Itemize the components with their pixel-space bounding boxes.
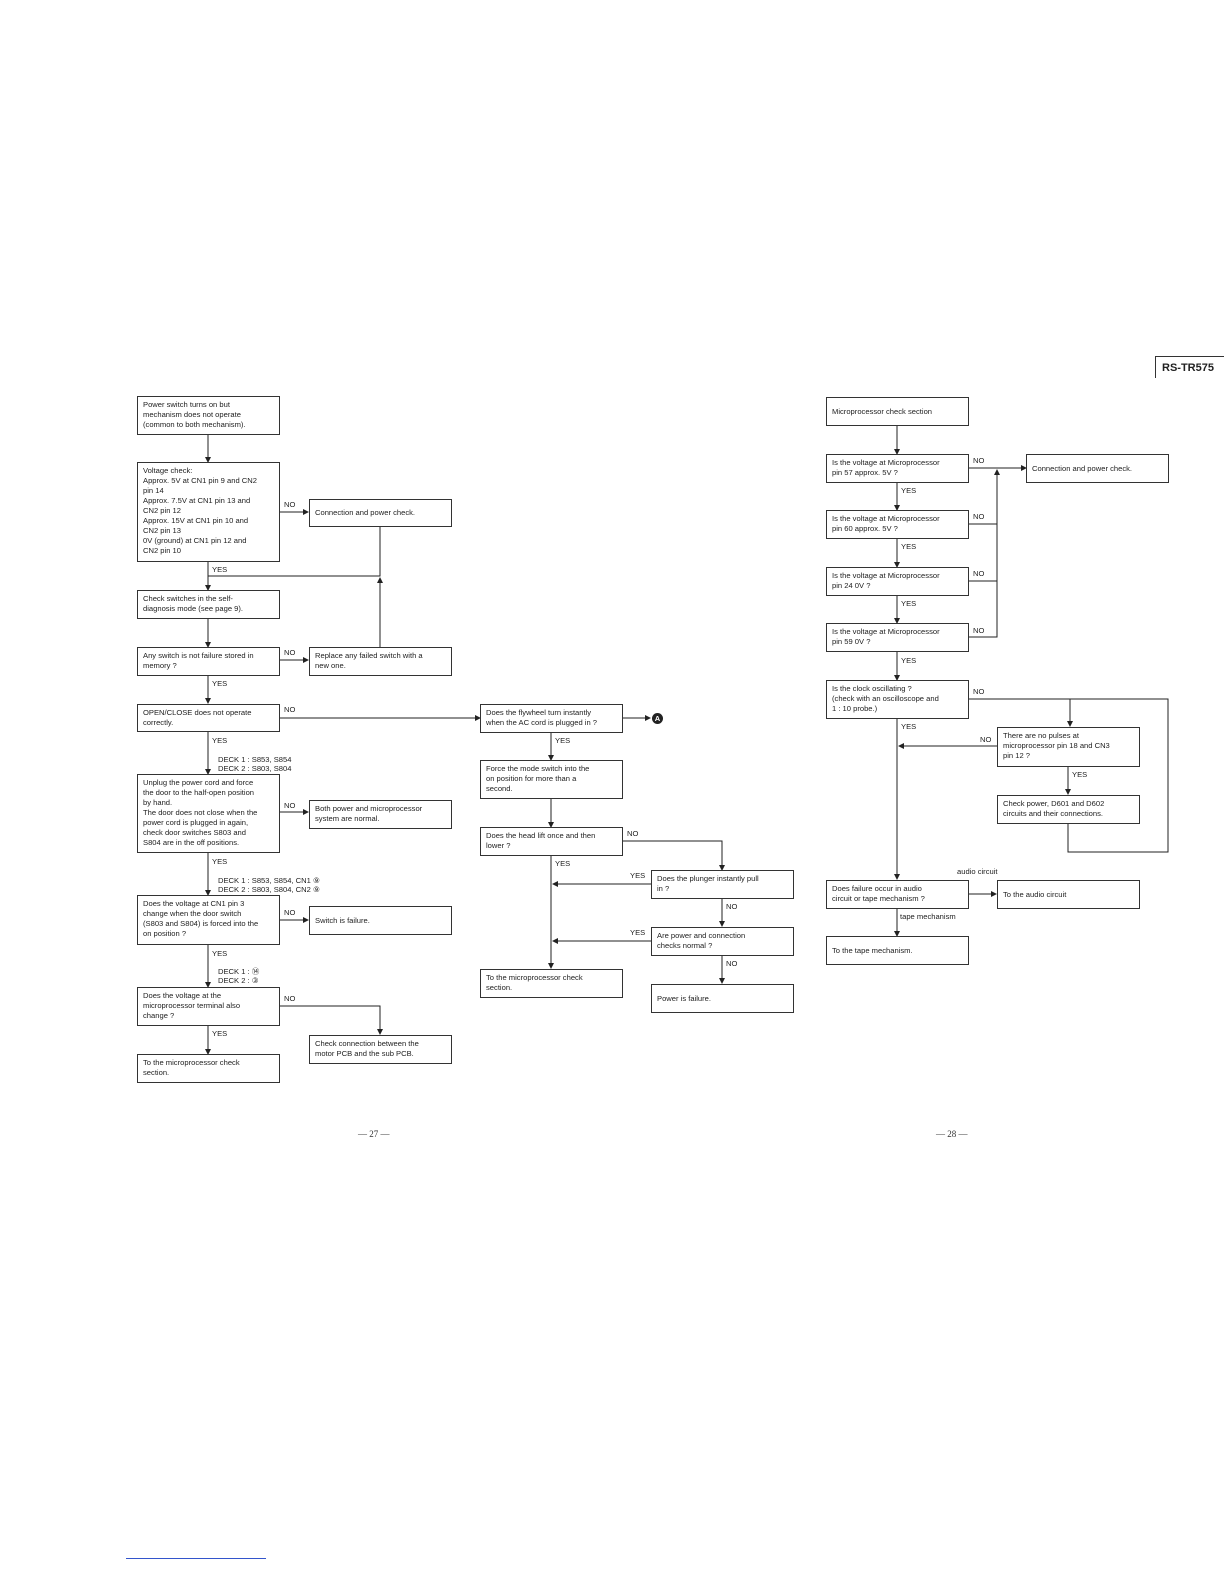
clock-box: Is the clock oscillating ? (check with a…	[826, 680, 969, 719]
deck-note: DECK 1 : S853, S854, CN1 ⑨ DECK 2 : S803…	[218, 876, 320, 894]
label-yes: YES	[901, 486, 917, 495]
label-no: NO	[980, 735, 992, 744]
label-no: NO	[726, 902, 738, 911]
label-yes: YES	[212, 736, 228, 745]
start-box: Power switch turns on but mechanism does…	[137, 396, 280, 435]
label-yes: YES	[901, 656, 917, 665]
label-yes: YES	[555, 736, 571, 745]
label-yes: YES	[901, 722, 917, 731]
to-tape-box: To the tape mechanism.	[826, 936, 969, 965]
label-no: NO	[973, 687, 985, 696]
label-no: NO	[284, 908, 296, 917]
voltage-terminal-box: Does the voltage at the microprocessor t…	[137, 987, 280, 1026]
label-no: NO	[284, 994, 296, 1003]
power-connection-normal-box: Are power and connection checks normal ?	[651, 927, 794, 956]
label-no: NO	[284, 705, 296, 714]
plunger-box: Does the plunger instantly pull in ?	[651, 870, 794, 899]
open-close-box: OPEN/CLOSE does not operate correctly.	[137, 704, 280, 732]
to-microprocessor-box: To the microprocessor check section.	[137, 1054, 280, 1083]
label-no: NO	[973, 626, 985, 635]
label-yes: YES	[212, 565, 228, 574]
pin57-box: Is the voltage at Microprocessor pin 57 …	[826, 454, 969, 483]
label-yes: YES	[212, 857, 228, 866]
label-yes: YES	[630, 928, 646, 937]
failure-audio-box: Does failure occur in audio circuit or t…	[826, 880, 969, 909]
check-d601-box: Check power, D601 and D602 circuits and …	[997, 795, 1140, 824]
head-lift-box: Does the head lift once and then lower ?	[480, 827, 623, 856]
page-number: — 27 —	[358, 1129, 390, 1139]
model-tag: RS-TR575	[1155, 356, 1224, 378]
label-yes: YES	[212, 1029, 228, 1038]
label-no: NO	[973, 456, 985, 465]
to-microprocessor-box: To the microprocessor check section.	[480, 969, 623, 998]
force-mode-box: Force the mode switch into the on positi…	[480, 760, 623, 799]
check-switches-box: Check switches in the self- diagnosis mo…	[137, 590, 280, 619]
deck-note: DECK 1 : S853, S854 DECK 2 : S803, S804	[218, 755, 292, 773]
label-yes: YES	[212, 679, 228, 688]
connector-a-icon: A	[652, 713, 663, 724]
audio-circuit-label: audio circuit	[957, 867, 998, 876]
deck-note: DECK 1 : ⑭ DECK 2 : ③	[218, 967, 260, 985]
switch-failure-box: Switch is failure.	[309, 906, 452, 935]
no-pulses-box: There are no pulses at microprocessor pi…	[997, 727, 1140, 767]
voltage-cn1-box: Does the voltage at CN1 pin 3 change whe…	[137, 895, 280, 945]
label-yes: YES	[555, 859, 571, 868]
label-no: NO	[627, 829, 639, 838]
label-yes: YES	[901, 542, 917, 551]
bottom-rule	[126, 1558, 266, 1559]
both-normal-box: Both power and microprocessor system are…	[309, 800, 452, 829]
voltage-check-box: Voltage check: Approx. 5V at CN1 pin 9 a…	[137, 462, 280, 562]
flywheel-box: Does the flywheel turn instantly when th…	[480, 704, 623, 733]
label-yes: YES	[212, 949, 228, 958]
page-number: — 28 —	[936, 1129, 968, 1139]
connection-power-check-box: Connection and power check.	[309, 499, 452, 527]
unplug-box: Unplug the power cord and force the door…	[137, 774, 280, 853]
check-connection-box: Check connection between the motor PCB a…	[309, 1035, 452, 1064]
label-no: NO	[726, 959, 738, 968]
label-yes: YES	[1072, 770, 1088, 779]
label-yes: YES	[901, 599, 917, 608]
label-yes: YES	[630, 871, 646, 880]
label-no: NO	[284, 500, 296, 509]
pin60-box: Is the voltage at Microprocessor pin 60 …	[826, 510, 969, 539]
pin59-box: Is the voltage at Microprocessor pin 59 …	[826, 623, 969, 652]
label-no: NO	[973, 569, 985, 578]
connection-power-check-box: Connection and power check.	[1026, 454, 1169, 483]
tape-mechanism-label: tape mechanism	[900, 912, 956, 921]
replace-switch-box: Replace any failed switch with a new one…	[309, 647, 452, 676]
to-audio-box: To the audio circuit	[997, 880, 1140, 909]
pin24-box: Is the voltage at Microprocessor pin 24 …	[826, 567, 969, 596]
label-no: NO	[284, 648, 296, 657]
micro-section-box: Microprocessor check section	[826, 397, 969, 426]
label-no: NO	[973, 512, 985, 521]
any-switch-box: Any switch is not failure stored in memo…	[137, 647, 280, 676]
label-no: NO	[284, 801, 296, 810]
power-failure-box: Power is failure.	[651, 984, 794, 1013]
